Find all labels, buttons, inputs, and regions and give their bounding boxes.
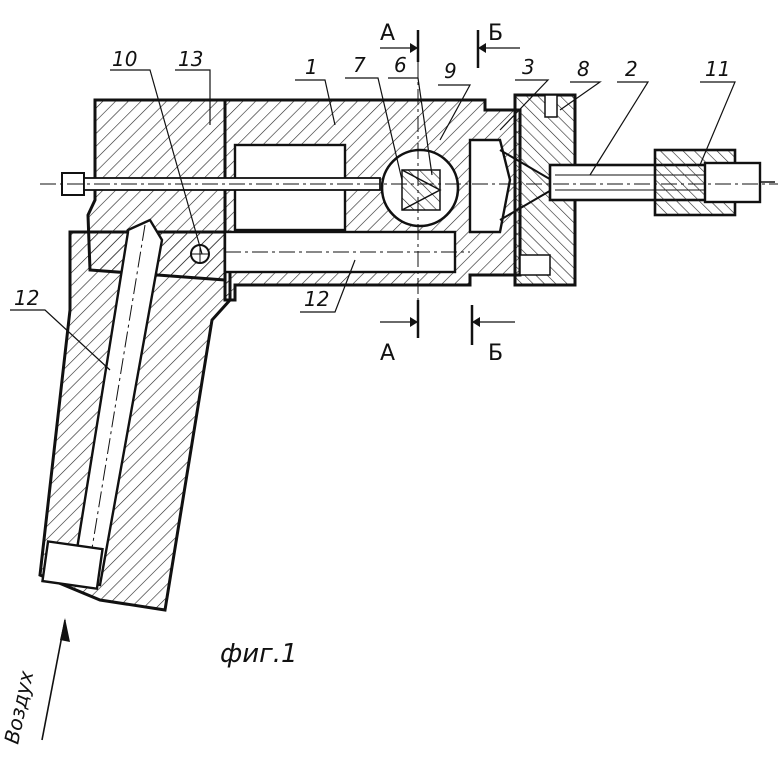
handle-channel bbox=[41, 218, 164, 591]
figure-caption: фиг.1 bbox=[220, 639, 298, 669]
label-3: 3 bbox=[522, 55, 535, 79]
ball-seat bbox=[380, 148, 460, 228]
section-b-bottom: Б bbox=[488, 341, 503, 366]
label-10: 10 bbox=[112, 47, 137, 71]
leaders bbox=[10, 69, 736, 371]
label-2: 2 bbox=[625, 57, 638, 81]
fitting bbox=[653, 148, 775, 217]
label-1: 1 bbox=[305, 55, 318, 79]
label-8: 8 bbox=[577, 57, 590, 81]
section-a-bottom: А bbox=[380, 341, 395, 366]
label-11: 11 bbox=[705, 57, 730, 81]
body-channel bbox=[223, 230, 470, 274]
section-b-mark bbox=[470, 30, 520, 345]
section-a-top: А bbox=[380, 21, 395, 46]
air-label: Воздух bbox=[0, 668, 38, 746]
section-b-top: Б bbox=[488, 21, 503, 46]
label-12-body: 12 bbox=[304, 287, 329, 311]
label-12-handle: 12 bbox=[14, 286, 39, 310]
label-7: 7 bbox=[353, 53, 366, 77]
label-6: 6 bbox=[394, 53, 407, 77]
label-9: 9 bbox=[444, 59, 457, 83]
section-a-mark bbox=[380, 30, 420, 338]
air-arrow bbox=[41, 618, 70, 741]
label-13: 13 bbox=[178, 47, 203, 71]
nut bbox=[513, 93, 577, 287]
